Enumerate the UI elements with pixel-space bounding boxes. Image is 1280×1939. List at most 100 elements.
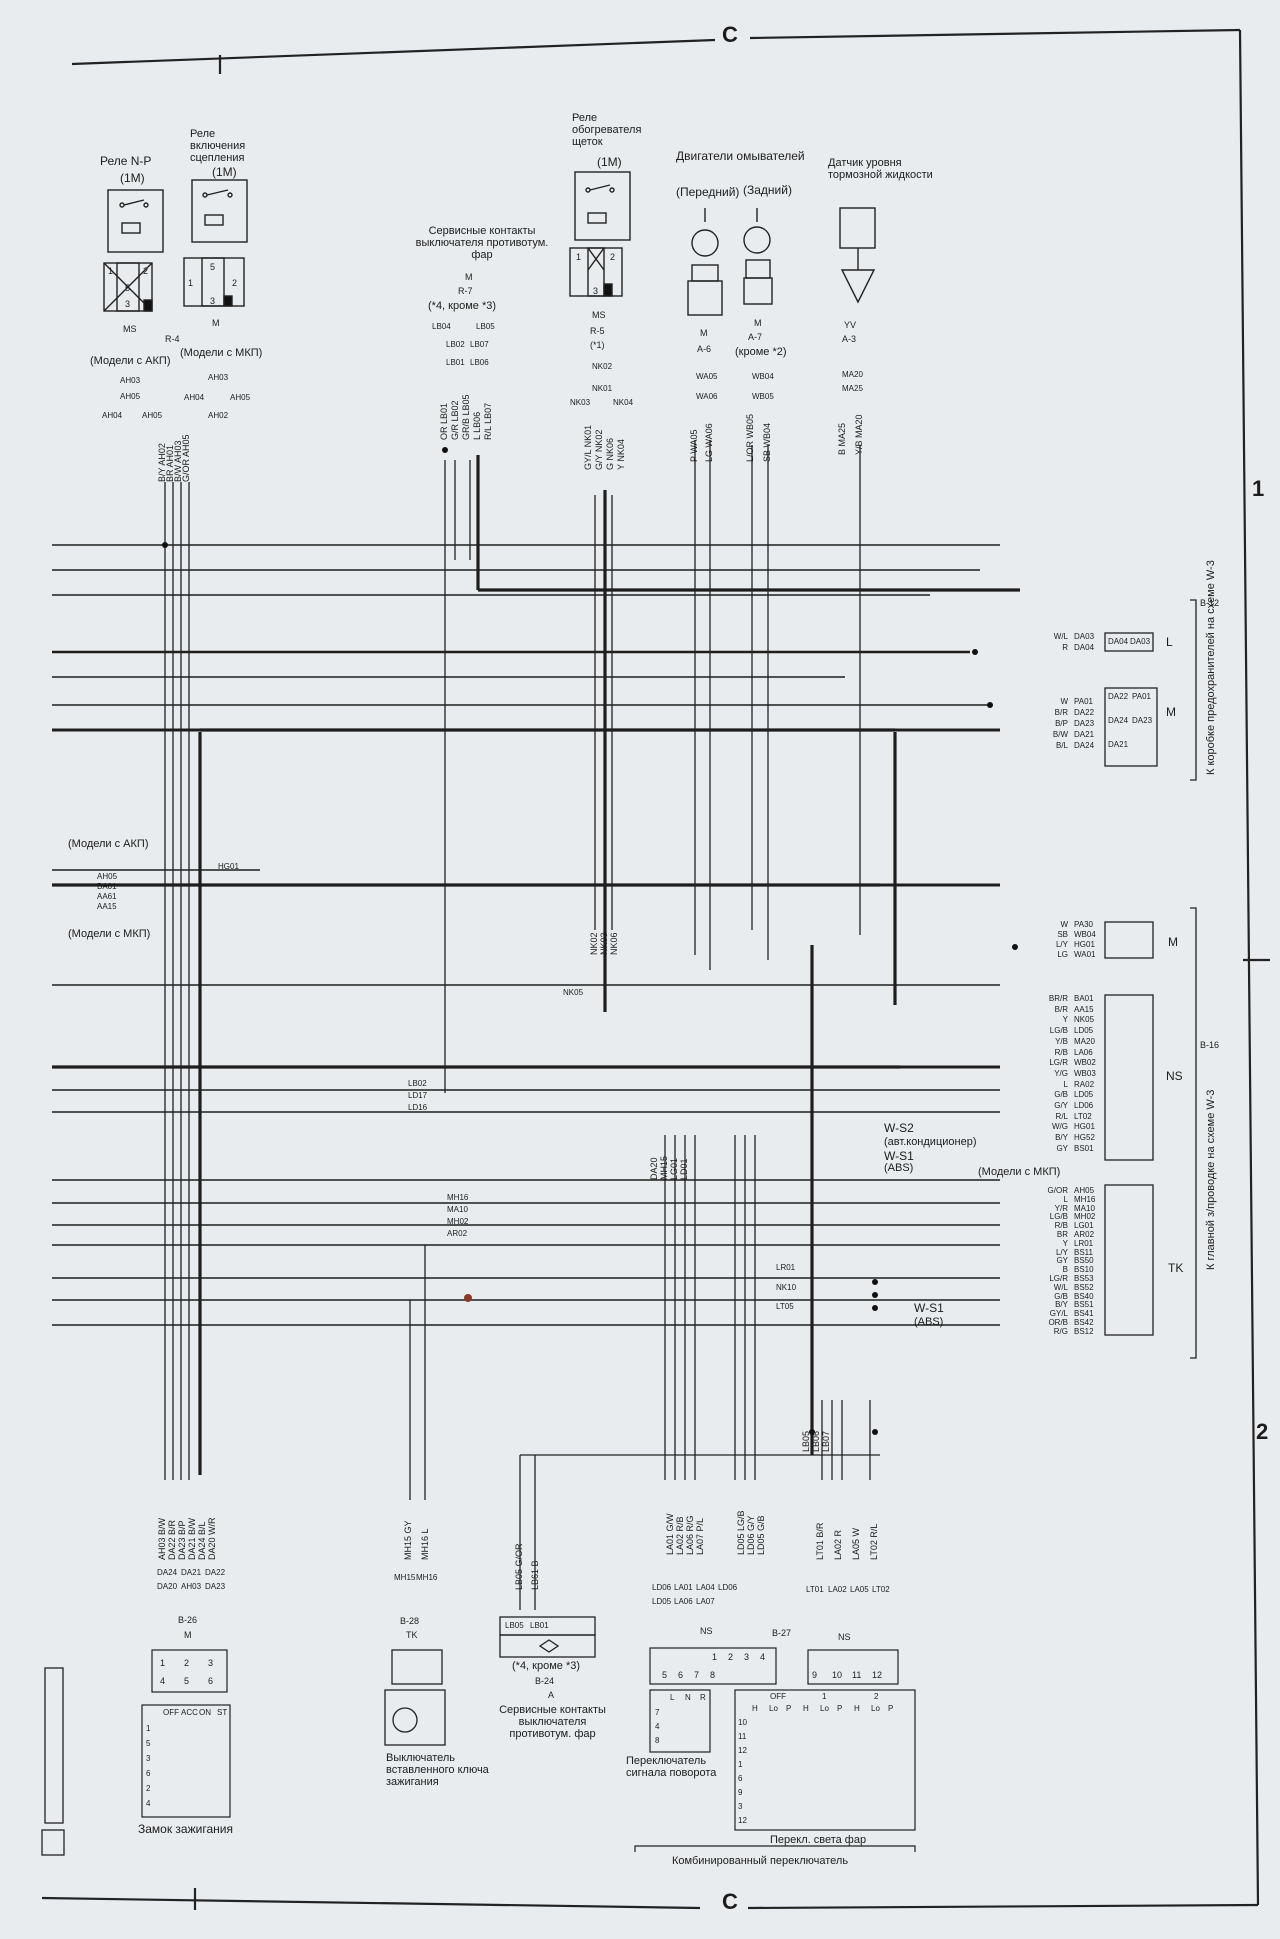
relay-np-pin-1: 1 <box>108 266 114 276</box>
wire-row-color: B/R <box>1054 1004 1068 1014</box>
wire-row-color: B <box>1062 1265 1068 1275</box>
brake-sensor-pin-2: MA25 <box>842 384 863 393</box>
combo-table-row: 9 <box>738 1788 743 1797</box>
brush-heater-pin-1: 1 <box>576 252 582 262</box>
fuse-box-pin: DA24 <box>1108 716 1129 725</box>
ignition-table-header: ACC <box>181 1708 198 1717</box>
wire-row-pin: MH16 <box>1074 1194 1096 1204</box>
ignition-table-row: 3 <box>146 1754 151 1763</box>
turn-table-row: 8 <box>655 1736 660 1745</box>
brush-heater-title: Реле обогревателя щеток <box>572 112 652 148</box>
hs-wire-5: R/L LB07 <box>483 402 493 440</box>
ignition-box-pin: DA23 <box>205 1582 226 1591</box>
combo2-wire-4: LT02 R/L <box>869 1523 879 1560</box>
ignition-box-pin: DA21 <box>181 1568 202 1577</box>
washer-front-conn: M <box>700 328 708 338</box>
right-top-m-label: M <box>1166 705 1176 719</box>
wire-row-pin: DA04 <box>1074 643 1095 652</box>
ws2-sub: (авт.кондиционер) <box>884 1136 977 1148</box>
wire-row-color: SB <box>1057 930 1068 939</box>
wire-row-pin: LR01 <box>1074 1238 1094 1248</box>
wire-row-pin: RA02 <box>1074 1079 1095 1089</box>
right-top-side-text: К коробке предохранителей на схеме W-3 <box>1205 560 1217 775</box>
junction-dots <box>162 447 1018 1435</box>
wire-row-color: W/L <box>1053 1282 1068 1292</box>
headlight-service-note: (*4, кроме *3) <box>428 300 497 312</box>
relay-clutch-title-text: Реле включения сцепления <box>190 128 246 164</box>
washer-front-pin-2: WA06 <box>696 392 718 401</box>
bh-npin-3: NK03 <box>570 398 591 407</box>
washer-rear-pin-1: WB04 <box>752 372 774 381</box>
wire-row-color: G/Y <box>1054 1101 1068 1110</box>
nk-stack-2: NK03 <box>599 932 609 955</box>
wire-row-pin: MH02 <box>1074 1212 1096 1222</box>
wire-row-color: Y/R <box>1054 1203 1068 1213</box>
hs-wire-1: OR LB01 <box>439 402 449 440</box>
washer-front-label: (Передний) <box>676 185 740 199</box>
turn-conn-ref: B-27 <box>772 1628 792 1638</box>
ignition-table-row: 1 <box>146 1724 151 1733</box>
key-conn: TK <box>406 1630 418 1640</box>
page-border <box>41 28 1270 1910</box>
wire-row-pin: AR02 <box>1074 1230 1095 1239</box>
relay-clutch-code: (1M) <box>212 165 237 179</box>
right-top-l-label: L <box>1166 635 1173 649</box>
wire-row-pin: PA30 <box>1074 920 1093 929</box>
relay-clutch-pin-3: 3 <box>210 296 216 306</box>
lr-stack-2: NK10 <box>776 1283 797 1292</box>
wire-row-color: GY <box>1056 1256 1068 1266</box>
turn-table-header: L <box>670 1693 675 1702</box>
wire-row-color: R/G <box>1053 1326 1068 1336</box>
washer-rear-note: (кроме *2) <box>735 346 787 358</box>
da-stack-4: LD01 <box>679 1158 689 1180</box>
wire-row-pin: DA23 <box>1074 719 1095 728</box>
combo-header-group: OFF <box>770 1692 786 1701</box>
washer-rear-pin-2: WB05 <box>752 392 774 401</box>
brake-wire-1: B MA25 <box>837 422 847 455</box>
combo2-wire-2: LA02 R <box>833 1529 843 1560</box>
ignition-pin: 1 <box>160 1658 166 1668</box>
bh-wire-4: Y NK04 <box>616 439 626 470</box>
right-connector-frames <box>1104 599 1197 1359</box>
key-switch-caption-text: Выключатель вставленного ключа зажигания <box>386 1752 489 1788</box>
brush-heater-pin-2: 2 <box>610 252 616 262</box>
brake-wire-2: Y/B MA20 <box>854 414 864 455</box>
da-stack-1: DA20 <box>649 1157 659 1180</box>
turn-pin: 4 <box>760 1652 766 1662</box>
fog-service-frame <box>499 1616 596 1658</box>
washer-front-wire-1: P WA05 <box>689 429 699 462</box>
wire-row-pin: HG01 <box>1074 940 1095 949</box>
relay-np-pin-2: 2 <box>143 266 149 276</box>
turn-box-pin: LD05 <box>652 1597 672 1606</box>
fuse-box-pin: DA21 <box>1108 740 1129 749</box>
wire-row-pin: BS50 <box>1074 1256 1094 1266</box>
hs-wire-2: G/R LB02 <box>450 400 460 440</box>
lb-stack-1: LB05 <box>801 1430 811 1452</box>
ignition-table-row: 4 <box>146 1799 151 1808</box>
brake-sensor-pin-1: MA20 <box>842 370 863 379</box>
wire-row-pin: PA01 <box>1074 697 1093 706</box>
brake-sensor-conn: YV <box>844 320 857 330</box>
wire-row-color: B/P <box>1055 719 1068 728</box>
headlight-service-conn: M <box>465 272 473 282</box>
mkp-pin-1: AH03 <box>208 373 229 382</box>
ignition-table-header: ON <box>199 1708 211 1717</box>
combo-header-col: Lo <box>769 1704 778 1713</box>
wire-row-color: L <box>1063 1079 1068 1089</box>
akp-pin-3: AH04 <box>102 411 123 420</box>
hs-pin-6: LB06 <box>470 358 489 367</box>
wire-row-pin: BS10 <box>1074 1265 1094 1275</box>
nk-stack-3: NK06 <box>609 932 619 955</box>
wire-row-color: Y/G <box>1054 1068 1068 1078</box>
ld-stack-2: LD17 <box>408 1091 428 1100</box>
ignition-table-header: OFF <box>163 1708 179 1717</box>
turn-pin: 3 <box>744 1652 750 1662</box>
combo-header-col: Lo <box>820 1704 829 1713</box>
combo-header-col: H <box>854 1704 860 1713</box>
wire-row-pin: LD05 <box>1074 1026 1094 1036</box>
ignition-table-header: ST <box>217 1708 228 1717</box>
wire-row-color: OR/B <box>1048 1318 1068 1327</box>
nk05-label: NK05 <box>563 988 584 997</box>
wire-row-color: R/B <box>1054 1047 1068 1057</box>
wire-row-pin: BS01 <box>1074 1143 1094 1153</box>
